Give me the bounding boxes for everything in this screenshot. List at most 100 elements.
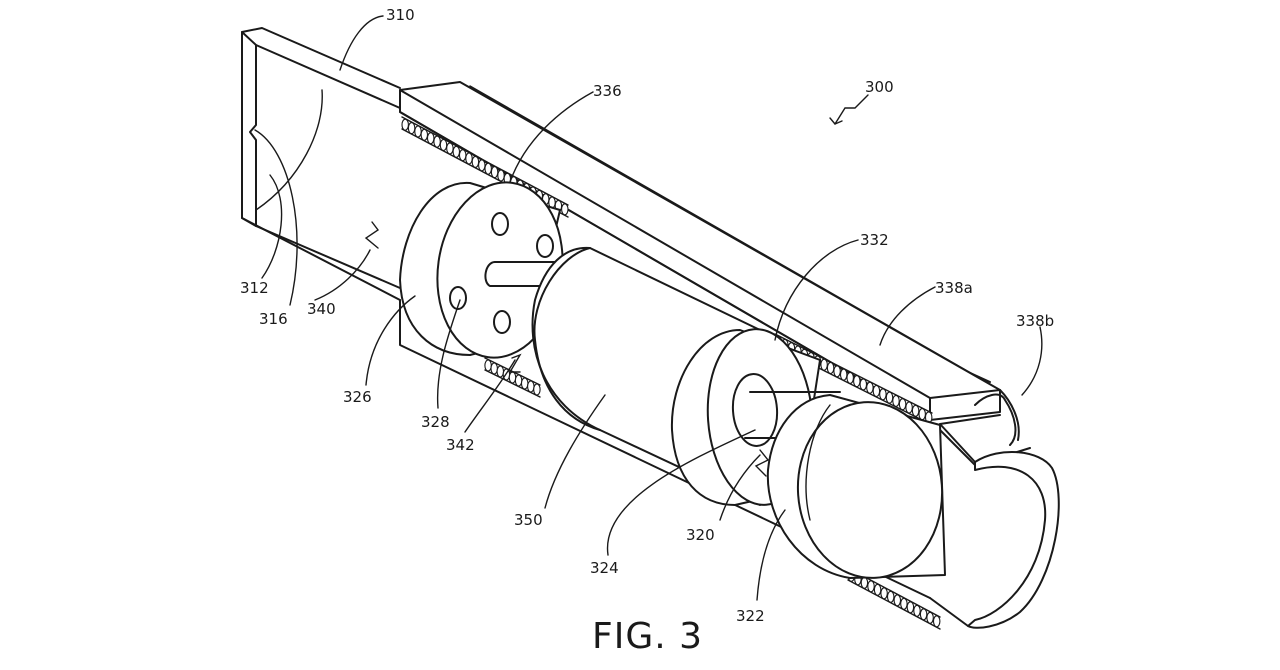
coil-turn (859, 378, 868, 391)
coil-turn (484, 359, 492, 372)
coil-turn (879, 388, 887, 401)
coil-turn (446, 142, 454, 155)
coil-turn (873, 583, 882, 596)
leader-lines (254, 15, 1043, 601)
coil-turn (452, 145, 461, 158)
coil-turn (880, 587, 888, 600)
ref-324: 324 (590, 559, 619, 577)
leader-350 (544, 394, 606, 509)
ref-336: 336 (593, 82, 622, 100)
coil-turn (508, 371, 517, 384)
coil-turn (867, 580, 875, 593)
coil-turn (527, 380, 535, 393)
coil-turn (478, 159, 486, 172)
coil-turn (905, 401, 913, 414)
coil-turn (420, 128, 429, 141)
ref-340: 340 (307, 300, 336, 318)
coil-turn (533, 383, 541, 396)
coil-turn (497, 169, 505, 182)
ref-338b: 338b (1016, 312, 1054, 330)
ref-300: 300 (865, 78, 894, 96)
leader-340 (314, 249, 371, 301)
electrode-338a (399, 81, 1001, 421)
arrow-300 (834, 94, 869, 125)
coil-turn (401, 118, 409, 131)
coil-turn (892, 394, 900, 407)
leader-328 (436, 299, 461, 409)
coil-turn (898, 398, 907, 411)
coil-turn (866, 381, 874, 394)
coil-turn (496, 365, 505, 378)
ref-328: 328 (421, 413, 450, 431)
coil-turn (932, 615, 941, 628)
ref-322: 322 (736, 607, 765, 625)
leader-326 (365, 295, 416, 386)
coil-turn (918, 408, 926, 421)
ref-316: 316 (259, 310, 288, 328)
leader-342 (464, 359, 516, 433)
arrowhead-300 (829, 117, 843, 125)
coil-turn (426, 132, 435, 145)
figure-caption: FIG. 3 (592, 616, 703, 657)
coil-turn (439, 138, 448, 152)
coil-turn (433, 135, 441, 148)
hole-3 (449, 286, 467, 310)
coil-turn (872, 384, 881, 398)
ref-350: 350 (514, 511, 543, 529)
coil-turn (407, 122, 416, 135)
arrow-342 (508, 353, 522, 373)
arrow-320 (754, 449, 770, 477)
leader-338b (1021, 326, 1043, 396)
coil-turn (926, 611, 934, 624)
leader-324 (606, 429, 756, 556)
leader-310 (339, 15, 384, 71)
coil-turn (911, 404, 920, 417)
cylinder-322 (766, 394, 946, 579)
ref-326: 326 (343, 388, 372, 406)
coil-turn (906, 601, 915, 614)
coil-turn (893, 594, 902, 607)
ref-312: 312 (240, 279, 269, 297)
coil-turn (826, 361, 835, 375)
coil-turn (458, 149, 467, 162)
leader-312 (261, 174, 283, 279)
coil-turn (886, 590, 895, 603)
hole-1 (491, 212, 509, 236)
coil-turn (846, 371, 854, 384)
leader-338a (879, 286, 936, 346)
coil-turn (490, 362, 498, 375)
leader-332 (774, 239, 859, 341)
coil-turn (471, 155, 480, 168)
coil-turn (484, 162, 492, 175)
coil-turn (520, 377, 529, 390)
coil-turn (514, 374, 523, 387)
ref-332: 332 (860, 231, 889, 249)
coil-turn (919, 608, 928, 621)
leader-336 (509, 91, 594, 183)
ref-342: 342 (446, 436, 475, 454)
leader-316 (254, 129, 298, 306)
ref-310: 310 (386, 6, 415, 24)
end-cap-338b (974, 389, 1020, 446)
coil-turn (860, 576, 869, 589)
coil-turn (900, 597, 908, 610)
coil-turn (853, 375, 861, 388)
coil-turn (414, 125, 422, 138)
reference-numerals: 310 312 316 340 326 328 342 336 350 324 … (240, 6, 1054, 625)
coil-turn (465, 152, 473, 165)
arrow-340 (364, 221, 380, 249)
coil-turn (833, 365, 841, 378)
ref-320: 320 (686, 526, 715, 544)
hole-4 (493, 310, 511, 334)
coil-turn (490, 166, 499, 179)
coil-turn (561, 203, 569, 216)
ref-338a: 338a (935, 279, 973, 297)
hole-2 (536, 234, 554, 258)
leader-322 (756, 509, 786, 601)
coil-turn (885, 391, 894, 404)
coil-turn (839, 368, 848, 381)
coil-turn (820, 358, 828, 371)
coil-turn (913, 604, 921, 617)
leader-320 (719, 454, 761, 521)
